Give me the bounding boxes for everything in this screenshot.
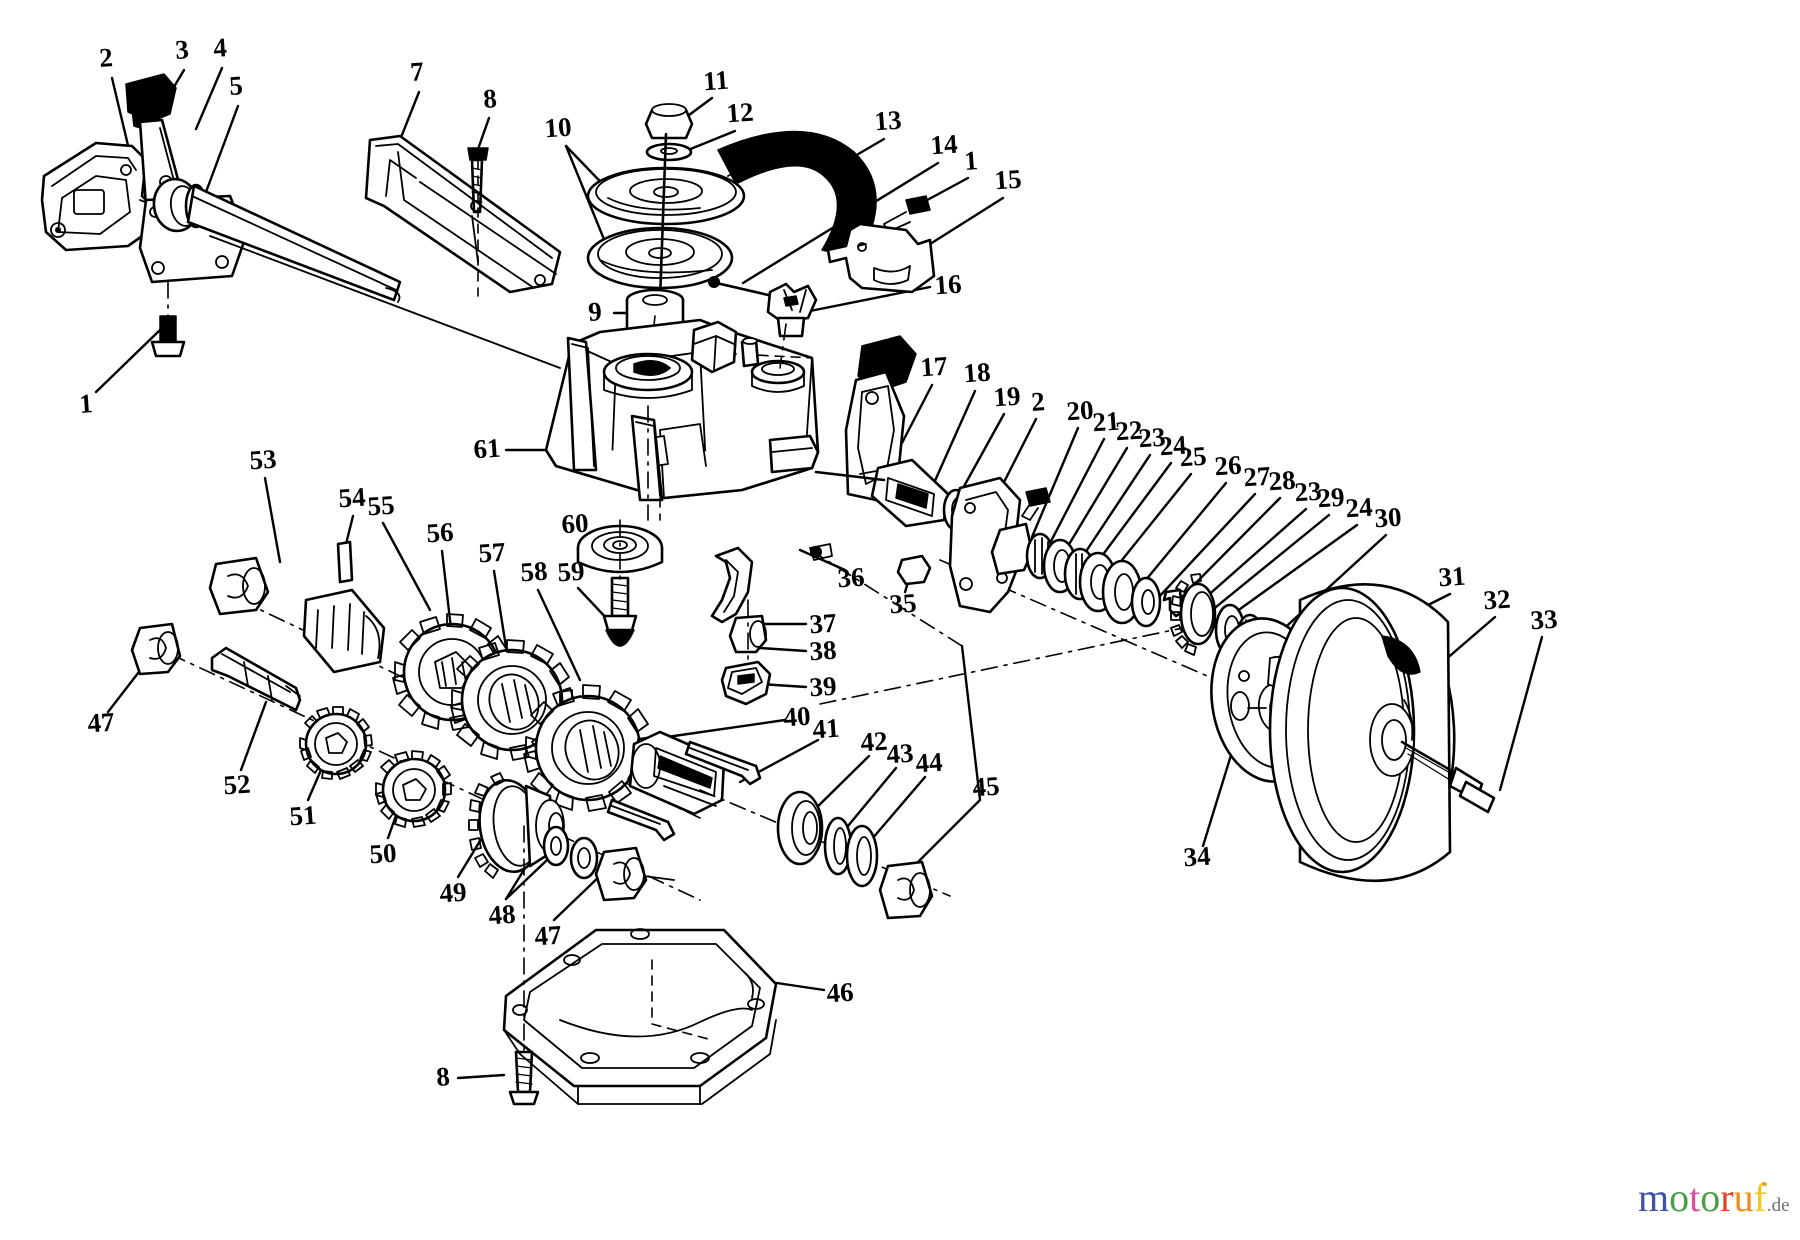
callout-5: 5 — [228, 70, 244, 101]
callout-49: 49 — [438, 876, 468, 909]
watermark-letter: o — [1700, 1175, 1721, 1220]
callout-52: 52 — [222, 768, 252, 801]
callout-34: 34 — [1182, 840, 1212, 873]
callout-51: 51 — [288, 799, 318, 832]
callout-17: 17 — [919, 350, 949, 383]
callout-47: 47 — [86, 706, 116, 739]
callout-33: 33 — [1529, 603, 1559, 636]
small-parts-35-39 — [710, 543, 932, 706]
callout-59: 59 — [556, 555, 586, 588]
watermark-letter: u — [1733, 1175, 1754, 1220]
callout-14: 14 — [929, 128, 959, 161]
callout-26: 26 — [1213, 449, 1243, 482]
callout-8: 8 — [482, 83, 498, 114]
callout-40: 40 — [782, 700, 812, 733]
callout-55: 55 — [366, 489, 396, 522]
callout-18: 18 — [962, 356, 992, 389]
callout-32: 32 — [1482, 583, 1512, 616]
callout-39: 39 — [808, 670, 838, 703]
callout-10: 10 — [543, 111, 573, 144]
callout-2: 2 — [98, 42, 114, 73]
callout-42: 42 — [859, 725, 889, 758]
callout-9: 9 — [587, 296, 603, 327]
shift-fork-assembly — [606, 730, 762, 842]
callout-24: 24 — [1344, 491, 1374, 524]
bearing-stack-42-45 — [699, 789, 951, 920]
callout-11: 11 — [702, 64, 730, 97]
watermark-dot — [1762, 1182, 1766, 1186]
callout-44: 44 — [914, 746, 944, 779]
callout-58: 58 — [519, 555, 549, 588]
watermark-letter: r — [1720, 1175, 1734, 1220]
callout-35: 35 — [888, 587, 918, 620]
callout-48: 48 — [487, 898, 517, 931]
handle-control-assembly — [40, 73, 561, 369]
callout-19: 19 — [992, 380, 1022, 413]
callout-50: 50 — [368, 837, 398, 870]
callout-8: 8 — [435, 1061, 451, 1092]
bracket-7-assembly — [364, 134, 562, 297]
callout-53: 53 — [248, 443, 278, 476]
latch-bracket-assembly — [708, 195, 936, 338]
axle-bearing-stack — [819, 476, 1328, 783]
callout-38: 38 — [808, 634, 838, 667]
callout-43: 43 — [885, 737, 915, 770]
callout-20: 20 — [1065, 394, 1095, 427]
callout-57: 57 — [477, 536, 507, 569]
callout-2: 2 — [1030, 386, 1046, 417]
callout-29: 29 — [1316, 481, 1346, 514]
callout-54: 54 — [337, 481, 367, 514]
callout-60: 60 — [560, 507, 590, 540]
callout-30: 30 — [1373, 501, 1403, 534]
callout-4: 4 — [212, 32, 228, 63]
callout-7: 7 — [409, 56, 425, 87]
callout-45: 45 — [971, 770, 1001, 803]
callout-3: 3 — [174, 34, 190, 65]
callout-36: 36 — [836, 561, 866, 594]
watermark-suffix: .de — [1766, 1195, 1790, 1216]
callout-15: 15 — [993, 163, 1023, 196]
gear-train-lower — [130, 540, 701, 902]
callout-1: 1 — [963, 145, 979, 176]
callout-12: 12 — [725, 96, 755, 129]
watermark-letter: m — [1638, 1175, 1670, 1220]
bearing-60-screw-59 — [576, 519, 664, 647]
callout-13: 13 — [873, 104, 903, 137]
wheel-assembly — [1268, 583, 1496, 883]
leader-lines — [94, 66, 1544, 1080]
watermark-letter: t — [1689, 1175, 1701, 1220]
callout-25: 25 — [1178, 440, 1208, 473]
callout-56: 56 — [425, 516, 455, 549]
callout-28: 28 — [1267, 464, 1297, 497]
callout-1: 1 — [78, 388, 94, 419]
callout-47: 47 — [533, 919, 563, 952]
callout-61: 61 — [472, 432, 502, 465]
bottom-cover-46 — [502, 825, 778, 1106]
callout-41: 41 — [811, 712, 841, 745]
watermark-letter: f — [1753, 1175, 1767, 1220]
watermark-letter: o — [1669, 1175, 1690, 1220]
callout-46: 46 — [825, 976, 855, 1009]
callout-31: 31 — [1437, 560, 1467, 593]
gear-case-housing — [544, 318, 820, 521]
callout-16: 16 — [933, 268, 963, 301]
bolt-2 — [1021, 487, 1051, 521]
site-watermark: motoruf.de — [1638, 1178, 1790, 1218]
